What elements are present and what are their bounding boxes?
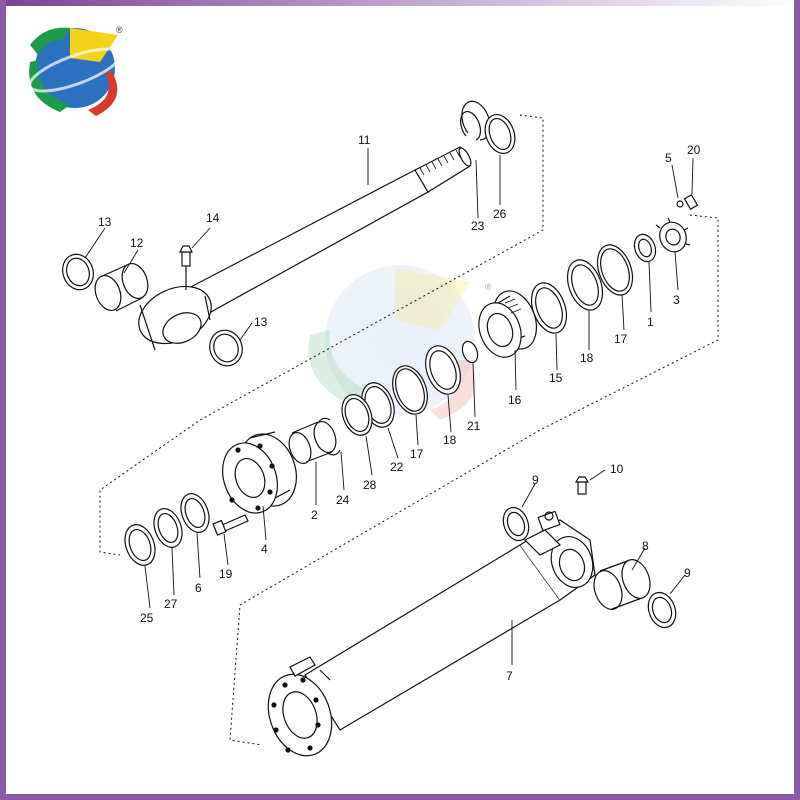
o-ring-21 <box>461 340 479 364</box>
part-label-4: 4 <box>261 542 268 556</box>
part-label-15: 15 <box>549 371 563 385</box>
part-label-9a: 9 <box>532 473 539 487</box>
part-label-14: 14 <box>206 211 220 225</box>
ring-6 <box>180 493 210 533</box>
bolt-19 <box>212 514 249 536</box>
bottom-border <box>0 794 800 800</box>
set-screw-20 <box>683 193 699 211</box>
part-label-17b: 17 <box>410 447 424 461</box>
bushing-8 <box>593 559 651 610</box>
top-border <box>0 0 800 6</box>
part-label-28: 28 <box>363 478 377 492</box>
grease-nipple-10 <box>574 476 590 495</box>
part-label-1: 1 <box>647 315 654 329</box>
part-label-25: 25 <box>140 611 154 625</box>
part-label-16: 16 <box>508 393 522 407</box>
part-label-13a: 13 <box>98 215 112 229</box>
lock-nut-3 <box>655 217 691 253</box>
piston-rod <box>138 146 472 351</box>
part-labels: 11 13 12 14 13 23 26 5 20 3 1 17 18 15 1… <box>98 133 701 683</box>
grease-nipple-14 <box>179 245 193 290</box>
part-label-2: 2 <box>311 508 318 522</box>
bushing-2 <box>288 420 337 465</box>
part-label-18a: 18 <box>580 351 594 365</box>
part-label-12: 12 <box>130 236 144 250</box>
piston-16 <box>478 290 538 358</box>
part-label-6: 6 <box>195 581 202 595</box>
part-label-13b: 13 <box>254 315 268 329</box>
seal-ring-13-right <box>209 329 243 367</box>
cylinder-head-4 <box>222 431 297 514</box>
part-label-3: 3 <box>673 293 680 307</box>
watermark-logo: ® <box>308 265 492 420</box>
ball-5 <box>676 200 684 208</box>
right-border <box>794 0 800 800</box>
logo-registered-mark: ® <box>116 25 123 35</box>
part-label-20: 20 <box>687 143 701 157</box>
part-label-10: 10 <box>610 462 624 476</box>
ring-1 <box>633 233 657 263</box>
part-label-22: 22 <box>390 460 404 474</box>
ring-25 <box>124 524 156 566</box>
left-border <box>0 0 6 800</box>
part-label-5: 5 <box>665 151 672 165</box>
part-label-17a: 17 <box>614 332 628 346</box>
brand-globe-logo: ® <box>28 25 123 116</box>
cylinder-tube-7 <box>267 510 596 757</box>
seal-18-lower <box>425 345 461 395</box>
part-label-24: 24 <box>336 493 350 507</box>
watermark-registered-mark: ® <box>485 282 492 292</box>
seal-ring-13-left <box>62 253 94 291</box>
part-label-23: 23 <box>471 219 485 233</box>
part-label-27: 27 <box>164 597 178 611</box>
leader-lines <box>84 148 694 665</box>
part-label-11: 11 <box>358 133 371 147</box>
part-label-26: 26 <box>493 207 507 221</box>
ring-9-lower <box>647 591 677 629</box>
ring-27 <box>153 508 183 548</box>
rod-group-outline <box>99 114 544 556</box>
part-label-7: 7 <box>506 669 513 683</box>
part-label-18b: 18 <box>443 433 457 447</box>
part-label-19: 19 <box>219 567 233 581</box>
part-label-8: 8 <box>642 539 649 553</box>
ring-26 <box>484 114 516 154</box>
ring-9-upper <box>502 506 530 542</box>
part-label-21: 21 <box>467 419 481 433</box>
seal-18-upper <box>566 259 604 311</box>
part-label-9b: 9 <box>684 566 691 580</box>
bushing-12 <box>94 262 149 312</box>
